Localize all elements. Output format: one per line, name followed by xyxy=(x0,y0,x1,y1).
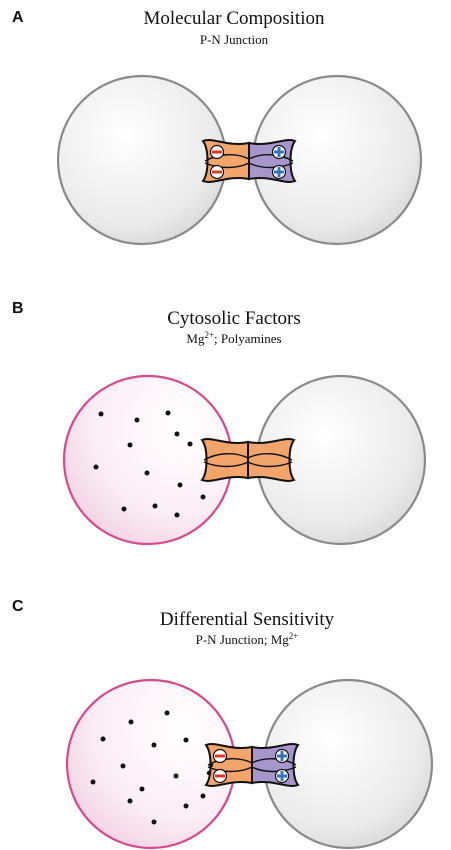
cytosolic-factor-dots xyxy=(90,710,206,825)
minus-sign-icon xyxy=(212,150,222,154)
cytosolic-dot xyxy=(93,464,99,470)
cytosolic-dot xyxy=(208,762,214,768)
cytosolic-dot xyxy=(152,503,158,509)
cytosolic-dot xyxy=(200,793,206,799)
panel-b-letter: B xyxy=(12,300,24,317)
panel-c-subtitle: P-N Junction; Mg2+ xyxy=(196,631,299,647)
cytosolic-dot xyxy=(151,742,157,748)
purple-hemichannel xyxy=(248,139,297,183)
cytosolic-dot xyxy=(134,417,140,423)
panel-c: C Differential Sensitivity P-N Junction;… xyxy=(12,598,434,850)
plus-sign-icon xyxy=(277,751,287,761)
cytosolic-dot xyxy=(165,410,171,416)
panel-b-title: Cytosolic Factors xyxy=(167,308,301,329)
orange-hemichannel xyxy=(200,438,249,482)
cytosolic-dot xyxy=(164,710,170,716)
cytosolic-dot xyxy=(187,441,193,447)
panel-a-subtitle: P-N Junction xyxy=(200,32,269,47)
minus-sign-icon xyxy=(215,754,225,758)
cytosolic-dot xyxy=(100,736,106,742)
plus-sign-icon xyxy=(277,771,287,781)
cytosolic-dot xyxy=(173,773,179,779)
cytosolic-dot xyxy=(121,506,127,512)
minus-sign-icon xyxy=(212,170,222,174)
cytosolic-dot xyxy=(127,442,133,448)
panel-c-title: Differential Sensitivity xyxy=(160,609,335,630)
panel-c-letter: C xyxy=(12,598,24,615)
plus-sign-icon xyxy=(274,167,284,177)
cytosolic-dot xyxy=(90,779,96,785)
cytosolic-dot xyxy=(144,470,150,476)
purple-hemichannel xyxy=(251,743,300,787)
gap-junction-channel xyxy=(200,438,296,482)
cytosolic-dot xyxy=(139,786,145,792)
cytosolic-dot xyxy=(120,763,126,769)
panel-a-title: Molecular Composition xyxy=(143,8,325,29)
panel-b-subtitle: Mg2+; Polyamines xyxy=(186,330,281,346)
cytosolic-dot xyxy=(174,431,180,437)
gap-junction-channel xyxy=(201,139,297,183)
cytosolic-dot xyxy=(174,512,180,518)
panel-a-letter: A xyxy=(12,9,24,26)
channel-pore-line xyxy=(203,453,293,461)
cytosolic-dot xyxy=(200,494,206,500)
cytosolic-dot xyxy=(128,719,134,725)
orange-hemichannel xyxy=(201,139,250,183)
cytosolic-factor-dots xyxy=(93,410,206,518)
cytosolic-dot xyxy=(127,798,133,804)
minus-sign-icon xyxy=(215,774,225,778)
cytosolic-dot xyxy=(183,803,189,809)
panel-a: A Molecular Composition P-N Junction xyxy=(12,8,423,246)
gap-junction-channel xyxy=(204,743,300,787)
cytosolic-dot xyxy=(177,482,183,488)
cytosolic-dot xyxy=(206,770,212,776)
left-cell xyxy=(56,74,228,246)
cytosolic-dot xyxy=(151,819,157,825)
orange-hemichannel xyxy=(247,438,296,482)
cytosolic-dot xyxy=(183,737,189,743)
panel-b: B Cytosolic Factors Mg2+; Polyamines xyxy=(12,300,427,546)
cytosolic-dot xyxy=(98,411,104,417)
plus-sign-icon xyxy=(274,147,284,157)
